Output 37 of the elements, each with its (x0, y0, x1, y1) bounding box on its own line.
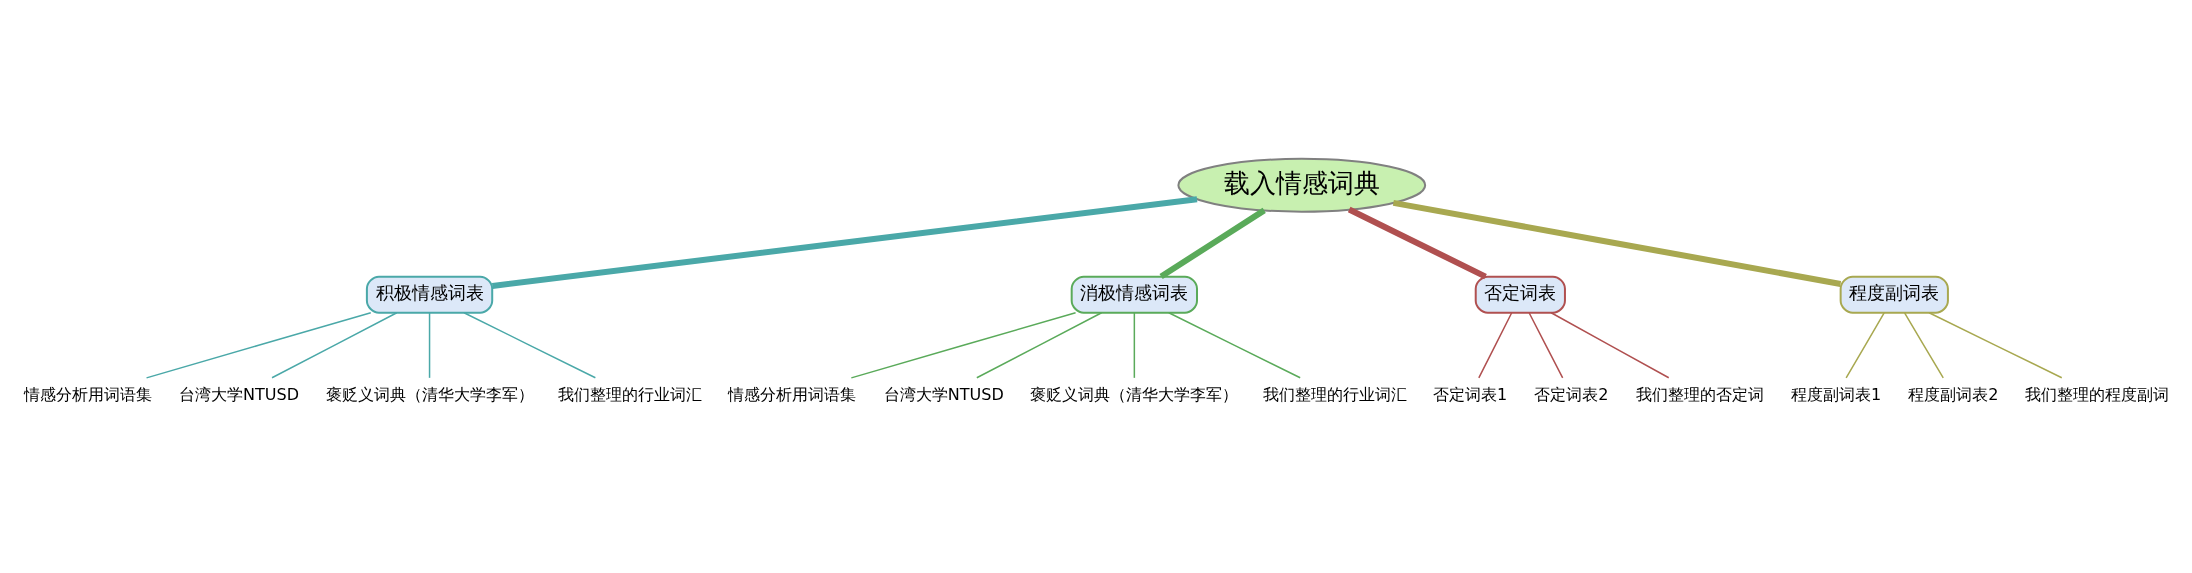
connector (1133, 312, 1136, 379)
connector (1347, 206, 1487, 280)
node-text: 褒贬义词典（清华大学李军） (1030, 384, 1239, 404)
connector (1392, 199, 1842, 287)
node-text: 台湾大学NTUSD (179, 384, 300, 404)
connector (850, 312, 1077, 379)
node-box: 否定词表 (1474, 275, 1566, 314)
connector (1928, 312, 2063, 379)
node-text: 褒贬义词典（清华大学李军） (325, 384, 534, 404)
node-box: 程度副词表 (1839, 275, 1949, 314)
connector (1168, 312, 1301, 379)
connector (463, 312, 597, 379)
connector (492, 196, 1198, 289)
connector (1478, 312, 1513, 379)
connector (1903, 312, 1944, 379)
node-text: 情感分析用词语集 (728, 384, 857, 404)
node-text: 程度副词表1 (1791, 384, 1882, 404)
node-text: 否定词表2 (1534, 384, 1609, 404)
connector (145, 312, 372, 379)
connector (1159, 207, 1266, 280)
node-text: 我们整理的行业词汇 (558, 384, 703, 404)
node-text: 我们整理的否定词 (1635, 384, 1764, 404)
connector (1528, 312, 1564, 379)
node-text: 我们整理的程度副词 (2024, 384, 2169, 404)
node-ellipse: 载入情感词典 (1177, 157, 1427, 213)
node-text: 情感分析用词语集 (23, 384, 152, 404)
node-text: 程度副词表2 (1908, 384, 1999, 404)
node-text: 台湾大学NTUSD (883, 384, 1004, 404)
connector (428, 312, 431, 379)
node-box: 积极情感词表 (365, 275, 494, 314)
node-box: 消极情感词表 (1070, 275, 1198, 314)
connector (1845, 312, 1885, 379)
connector (1550, 312, 1670, 379)
connector (976, 312, 1103, 379)
node-text: 我们整理的行业词汇 (1262, 384, 1407, 404)
node-text: 否定词表1 (1433, 384, 1508, 404)
connector (271, 312, 398, 379)
